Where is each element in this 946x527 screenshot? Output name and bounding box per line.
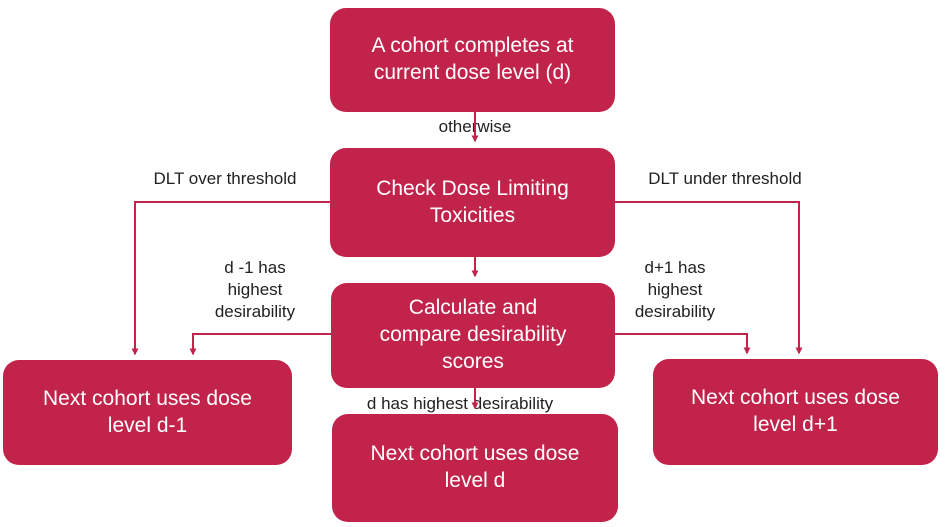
arrow-dplus1-to-dplus (615, 333, 751, 355)
node-check-dlt: Check Dose Limiting Toxicities (330, 148, 615, 257)
node-cohort-completes: A cohort completes at current dose level… (330, 8, 615, 112)
edge-label-dlt-over: DLT over threshold (153, 169, 297, 188)
node-next-dose-d-plus1: Next cohort uses dose level d+1 (653, 359, 938, 465)
node-calc-desirability: Calculate and compare desirability score… (331, 283, 615, 388)
node-next-dose-d: Next cohort uses dose level d (332, 414, 618, 522)
edge-label-otherwise: otherwise (438, 117, 512, 136)
arrow-dminus1-to-dminus (189, 333, 331, 356)
edge-label-d-minus1-highest: d -1 has highest desirability (214, 258, 296, 321)
edge-label-d-plus1-highest: d+1 has highest desirability (634, 258, 716, 321)
edge-label-dlt-under: DLT under threshold (648, 169, 802, 188)
edge-label-d-highest: d has highest desirability (366, 394, 554, 413)
node-next-dose-d-minus1: Next cohort uses dose level d-1 (3, 360, 292, 465)
